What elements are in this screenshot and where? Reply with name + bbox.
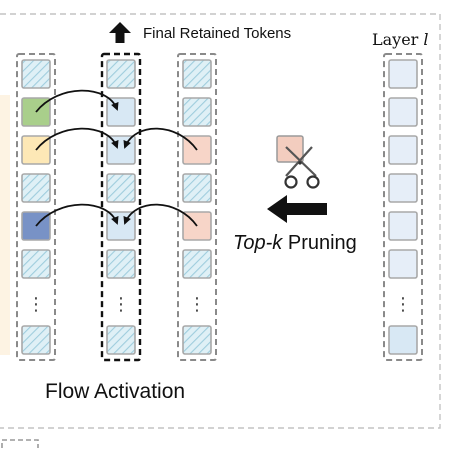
flow-arrow-0 bbox=[35, 89, 119, 113]
ellipsis-left: ⋮ bbox=[27, 294, 45, 315]
up-arrow-icon bbox=[109, 22, 131, 43]
top-k-pruning-label: Top-k Pruning bbox=[233, 232, 357, 255]
token-cell-left-7 bbox=[21, 325, 51, 355]
pruning-arrow-icon bbox=[267, 195, 327, 223]
token-cell-layer-5 bbox=[388, 249, 418, 279]
bottom-partial-frame bbox=[1, 439, 39, 448]
flow-arrow-4 bbox=[123, 203, 198, 227]
token-cell-right-3 bbox=[182, 173, 212, 203]
token-columns: ⋮ ⋮ ⋮ ⋮ bbox=[16, 52, 423, 362]
left-side-tint bbox=[0, 95, 10, 355]
token-cell-middle-7 bbox=[106, 325, 136, 355]
token-cell-middle-4 bbox=[106, 211, 136, 241]
flow-arrow-3 bbox=[35, 203, 119, 227]
token-cell-layer-0 bbox=[388, 59, 418, 89]
layer-label: Layer l bbox=[372, 30, 429, 49]
ellipsis-middle: ⋮ bbox=[112, 294, 130, 315]
token-cell-layer-1 bbox=[388, 97, 418, 127]
token-cell-right-0 bbox=[182, 59, 212, 89]
token-cell-middle-0 bbox=[106, 59, 136, 89]
token-cell-right-1 bbox=[182, 97, 212, 127]
pruning-label: Pruning bbox=[282, 232, 357, 254]
token-cell-left-5 bbox=[21, 249, 51, 279]
top-k-label: Top-k bbox=[233, 232, 283, 254]
flow-arrow-1 bbox=[35, 127, 119, 151]
token-cell-left-0 bbox=[21, 59, 51, 89]
token-cell-middle-1 bbox=[106, 97, 136, 127]
token-cell-layer-3 bbox=[388, 173, 418, 203]
token-cell-layer-4 bbox=[388, 211, 418, 241]
token-cell-middle-5 bbox=[106, 249, 136, 279]
layer-label-prefix: Layer bbox=[372, 30, 419, 49]
token-cell-layer-2 bbox=[388, 135, 418, 165]
outer-frame bbox=[0, 13, 441, 429]
final-retained-tokens-label: Final Retained Tokens bbox=[143, 25, 292, 42]
token-cell-right-5 bbox=[182, 249, 212, 279]
flow-arrows bbox=[35, 89, 198, 227]
ellipsis-layer: ⋮ bbox=[394, 294, 412, 315]
flow-arrow-2 bbox=[123, 127, 198, 151]
ellipsis-right: ⋮ bbox=[188, 294, 206, 315]
layer-label-var: l bbox=[423, 30, 429, 49]
token-cell-layer-7 bbox=[388, 325, 418, 355]
flow-activation-label: Flow Activation bbox=[45, 380, 186, 403]
token-cell-left-3 bbox=[21, 173, 51, 203]
token-cell-middle-3 bbox=[106, 173, 136, 203]
token-cell-middle-2 bbox=[106, 135, 136, 165]
scissors-icon bbox=[276, 135, 320, 189]
token-cell-right-7 bbox=[182, 325, 212, 355]
